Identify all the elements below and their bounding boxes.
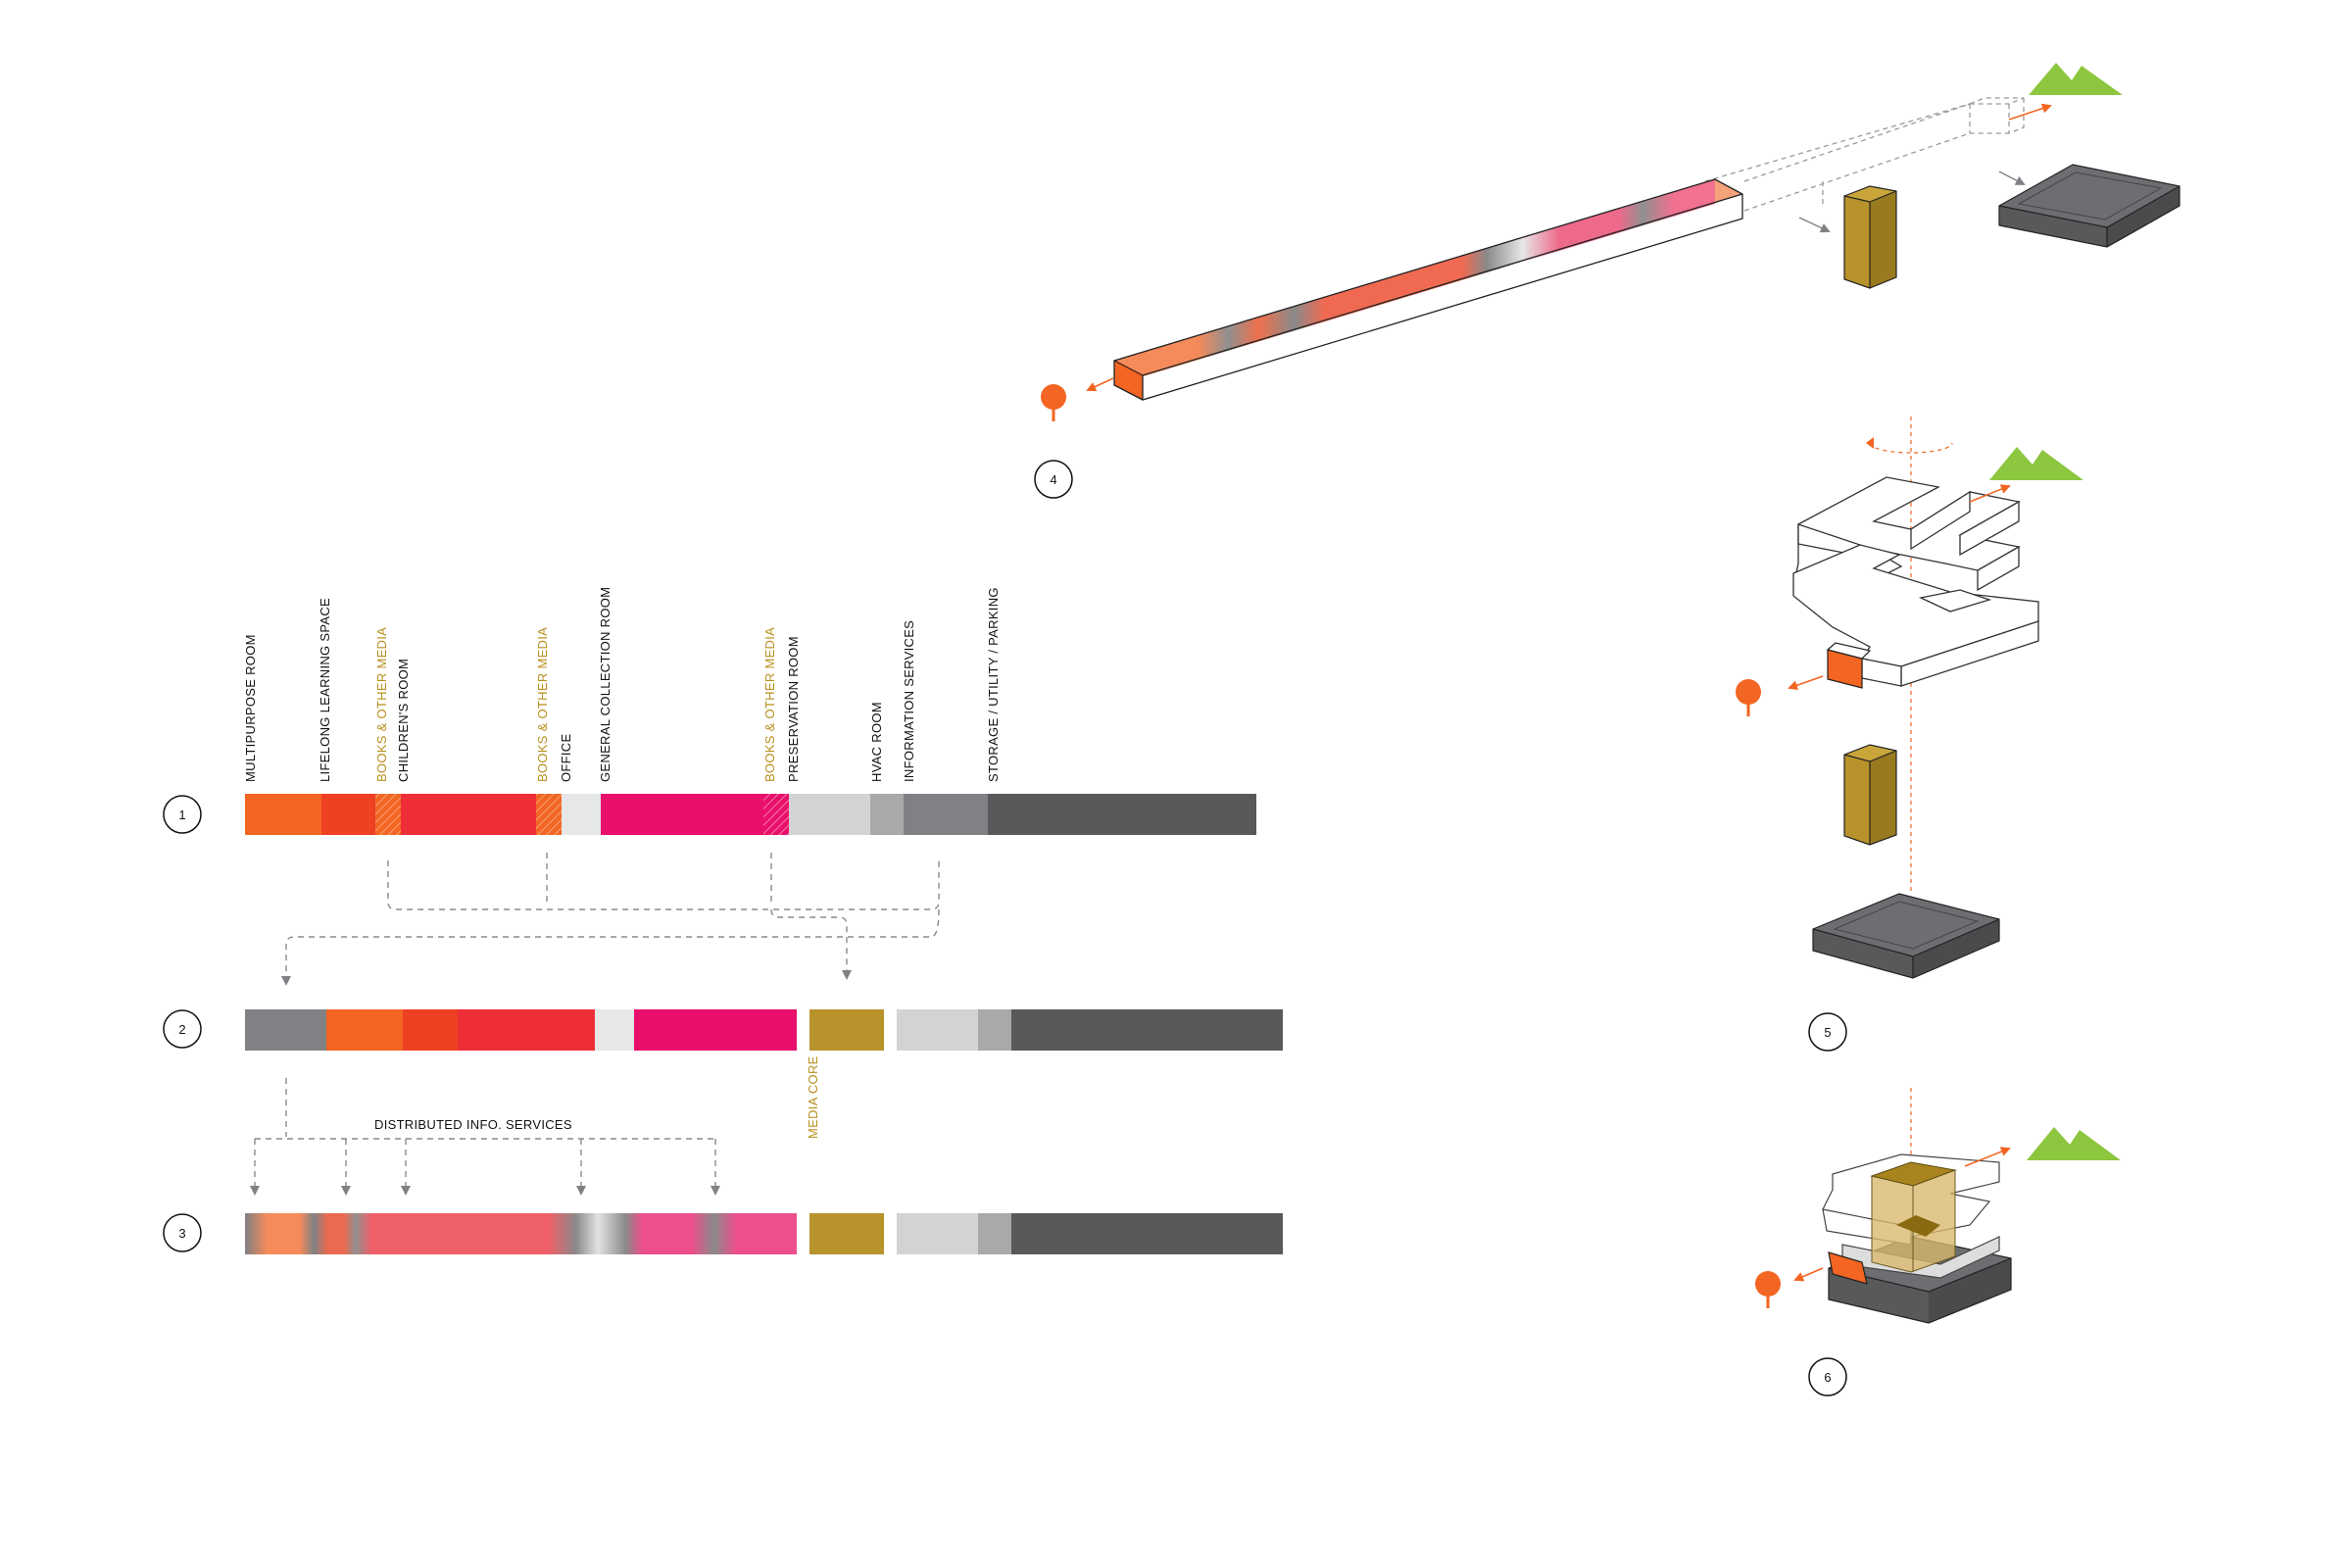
seg-lifelong-learning [321,794,375,835]
step-6-diagram: 6 [1755,1088,2121,1396]
label-hvac-room: HVAC ROOM [869,702,884,782]
step-4-marker: 4 [1034,460,1073,499]
seg-multipurpose [245,794,321,835]
step-3-marker: 3 [163,1213,202,1252]
label-information-services: INFORMATION SERVICES [902,620,916,782]
location-pin-icon [1736,679,1761,716]
step-1-marker: 1 [163,795,202,834]
label-lifelong-learning: LIFELONG LEARNING SPACE [318,598,332,782]
bar-front-face [1114,179,1715,385]
seg-hvac-room [870,794,904,835]
storage-slab [1812,893,2000,979]
storage-slab [1998,164,2180,248]
seg-information-services [904,794,988,835]
mountain-icon [2027,1127,2121,1160]
seg-lifelong-learning [403,1009,458,1051]
seg-general-collection [634,1009,797,1051]
ghost-extension [1704,97,2025,212]
mountain-icon [1989,447,2083,480]
step-2-marker: 2 [163,1009,202,1049]
step-number: 5 [1824,1025,1831,1040]
step-4-diagram: 4 [1034,63,2180,499]
seg-media-core [809,1213,884,1254]
row1-labels: MULTIPURPOSE ROOM LIFELONG LEARNING SPAC… [243,587,1001,782]
folded-building-volume [1792,476,2039,687]
location-pin-icon [1041,384,1066,421]
arrow-to-pin [1788,675,1824,691]
arrow-to-landscape [1969,484,2011,503]
seg-storage-parking [988,794,1256,835]
step-5-marker: 5 [1808,1012,1847,1052]
seg-media-core [809,1009,884,1051]
seg-blended-program [245,1213,797,1254]
seg-books-media-3 [763,794,789,835]
label-childrens-room: CHILDREN'S ROOM [396,659,411,782]
gold-core-block [1843,744,1897,846]
seg-multipurpose [326,1009,403,1051]
step-number: 3 [178,1226,185,1241]
row-2-bar [245,1009,1283,1051]
step-5-diagram: 5 [1736,416,2083,1052]
seg-hvac-room [978,1213,1011,1254]
seg-office [595,1009,634,1051]
label-books-media-2: BOOKS & OTHER MEDIA [535,627,550,782]
seg-storage-parking [1011,1009,1283,1051]
seg-preservation-room [897,1009,978,1051]
seg-childrens-room [401,794,536,835]
row-3-bar [245,1213,1283,1254]
entry-block [1826,642,1872,689]
step-number: 1 [178,808,185,822]
step-number: 4 [1050,472,1056,487]
connector-row2-row3 [250,1078,720,1196]
entry-block [1828,1251,1868,1285]
seg-storage-parking [1011,1213,1283,1254]
step-6-marker: 6 [1808,1357,1847,1396]
gold-core-block [1870,1161,1957,1273]
label-books-media-1: BOOKS & OTHER MEDIA [374,627,389,782]
label-preservation-room: PRESERVATION ROOM [786,636,801,782]
label-storage-utility-parking: STORAGE / UTILITY / PARKING [986,587,1001,782]
seg-office [562,794,601,835]
arrow-to-landscape [1964,1147,2011,1167]
arrow-to-landscape [2008,103,2052,121]
label-books-media-3: BOOKS & OTHER MEDIA [762,627,777,782]
step-number: 6 [1824,1370,1831,1385]
connector-row1-row2 [281,853,940,986]
arrow-to-core [1798,217,1831,233]
label-general-collection: GENERAL COLLECTION ROOM [598,587,612,782]
seg-preservation-room [897,1213,978,1254]
label-office: OFFICE [559,734,573,782]
label-multipurpose-room: MULTIPURPOSE ROOM [243,634,258,782]
seg-childrens-room [458,1009,595,1051]
seg-hvac-room [978,1009,1011,1051]
label-media-core: MEDIA CORE [806,1055,820,1139]
arrow-to-pin [1793,1267,1824,1282]
seg-preservation-room [789,794,870,835]
arrow-to-pin [1086,377,1114,392]
arrow-to-slab [1998,171,2026,185]
seg-books-media-1 [375,794,401,835]
seg-general-collection [601,794,763,835]
rotate-icon [1869,442,1953,454]
row-1-bar [245,794,1256,835]
seg-books-media-2 [536,794,562,835]
label-distributed-info: DISTRIBUTED INFO. SERVICES [374,1117,572,1132]
step-number: 2 [178,1022,185,1037]
seg-info-services [245,1009,326,1051]
location-pin-icon [1755,1271,1781,1308]
gold-core-block [1843,185,1897,289]
mountain-icon [2029,63,2123,95]
